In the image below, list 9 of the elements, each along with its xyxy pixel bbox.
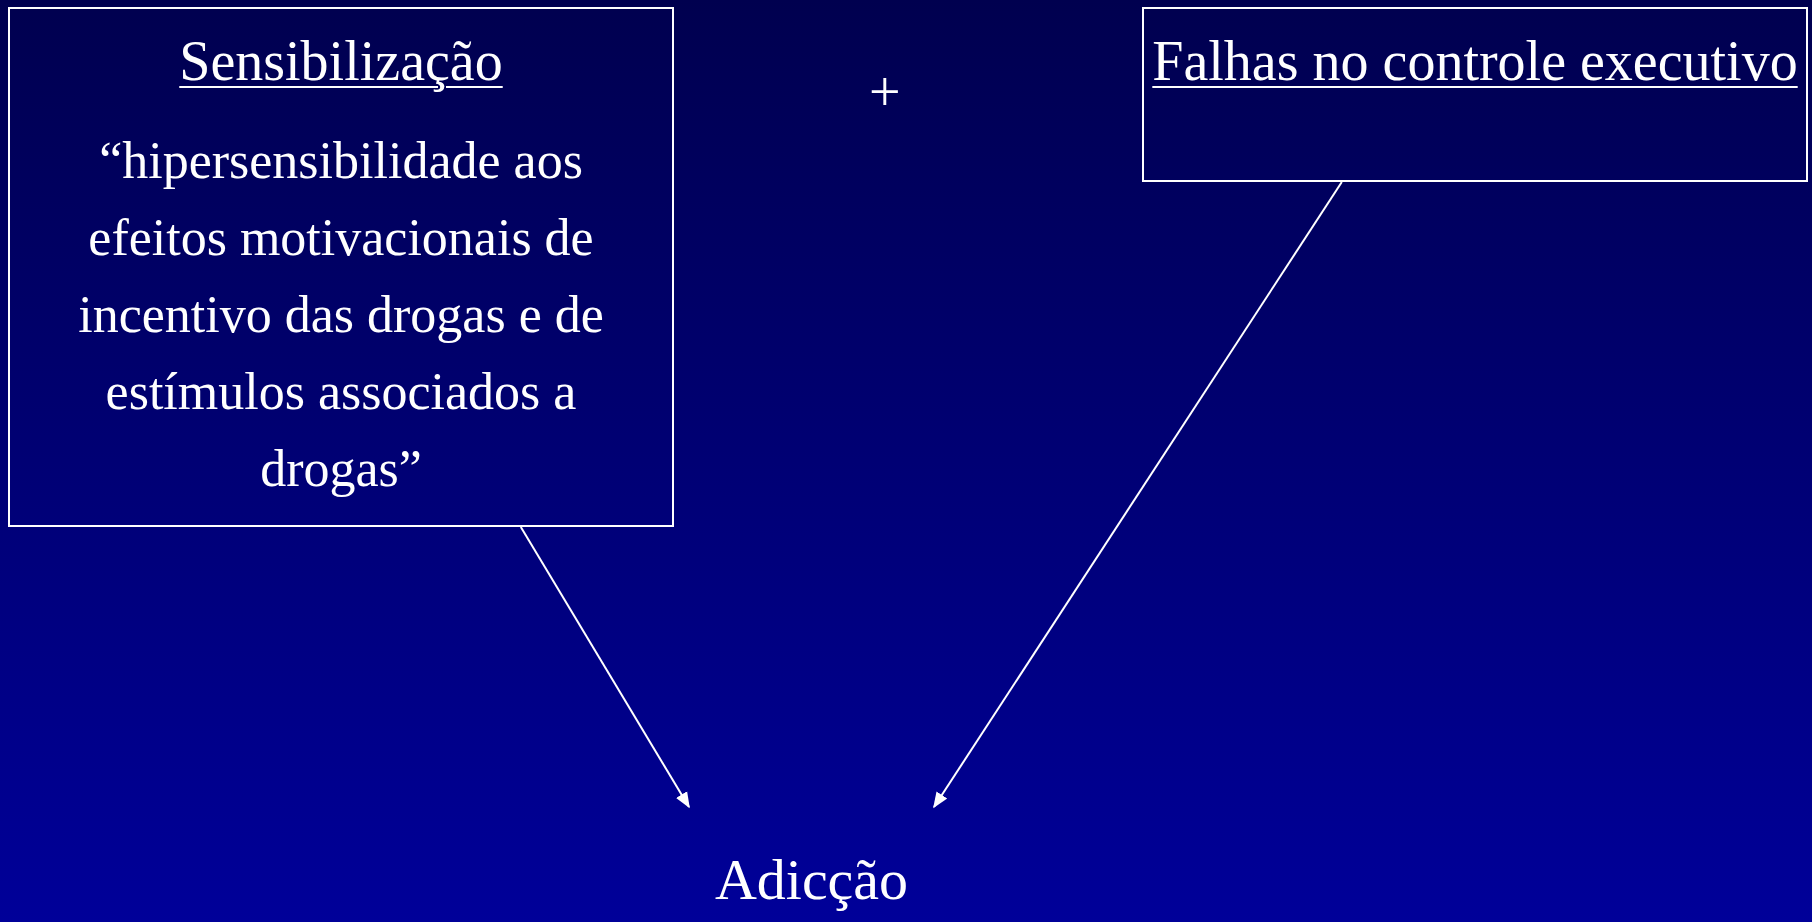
arrow [519, 526, 690, 809]
box-body-text: “hipersensibilidade aos efeitos motivacionais de incentivo das drogas e de estímulos associados a drogas” [77, 131, 605, 499]
box-heading: Sensibilização [179, 29, 503, 94]
text-box [8, 7, 674, 527]
text-box [1142, 7, 1808, 182]
plus-sign: + [869, 60, 901, 124]
box-heading: Falhas no controle executivo [1152, 29, 1798, 94]
arrow [933, 181, 1343, 809]
result-text: Adicção [713, 846, 910, 914]
